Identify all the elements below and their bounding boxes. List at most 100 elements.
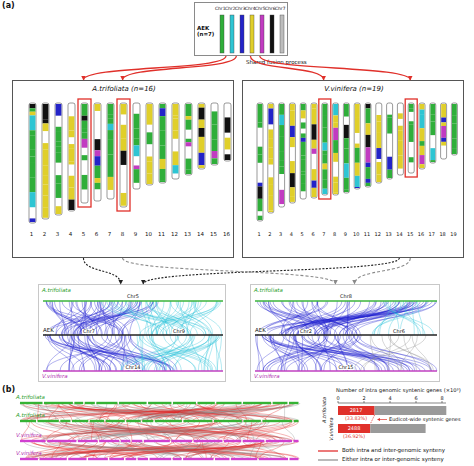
synteny-link [263,301,410,335]
synteny-block [376,115,381,121]
axis-name: Chr14 [124,365,141,370]
synteny-link [298,335,335,371]
chromosome [441,103,447,159]
synteny-block [301,183,306,191]
synteny-link [26,403,85,421]
synteny-link [261,301,328,335]
chromosome-track [126,458,137,460]
synteny-link [236,421,299,441]
synteny-block [366,108,371,123]
synteny-block [290,126,295,137]
synteny-link [76,403,130,421]
synteny-block [420,155,425,164]
synteny-link [97,441,143,459]
node-title: V.vinifera (n=19) [324,86,384,93]
chromosome [159,103,166,183]
chromosome-number: 7 [108,232,112,238]
chromosome-track [88,458,108,460]
synteny-link [54,441,250,459]
synteny-link [293,301,375,335]
synteny-block [344,190,349,192]
synteny-link [31,421,218,441]
synteny-link [372,301,427,335]
synteny-block [30,112,36,116]
chromosome [419,103,425,169]
synteny-block [160,108,166,116]
chromosome [68,103,75,211]
synteny-block [430,160,435,162]
synteny-block [43,185,49,196]
synteny-block [355,163,360,176]
synteny-block [268,129,273,138]
chromosome [354,103,360,189]
synteny-block [420,114,425,128]
chromosome [408,103,414,173]
synteny-block [279,104,284,115]
synteny-link [197,421,257,441]
synteny-block [43,217,49,218]
synteny-link [81,421,223,441]
chromosome-number: 5 [82,232,86,238]
synteny-link [75,421,130,441]
synteny-block [56,152,62,162]
synteny-block [95,166,101,178]
chromosome-track [273,402,288,404]
synteny-link [388,335,390,371]
synteny-link [370,335,375,371]
chromosome-number: 14 [396,232,402,237]
synteny-link [279,301,424,335]
synteny-link [282,421,295,441]
synteny-block [268,104,273,109]
synteny-link [267,335,326,371]
synteny-block [376,162,381,175]
synteny-link [184,403,271,421]
synteny-link [268,301,286,335]
chromosome [365,103,371,187]
chromosome-number: 13 [184,232,191,238]
synteny-link [140,301,220,335]
synteny-link [247,421,251,441]
legend-line [318,450,338,451]
synteny-block [398,126,403,130]
synteny-link [263,335,320,371]
synteny-link [273,335,282,371]
synteny-block [333,183,338,193]
chromosome-number: 3 [56,232,60,238]
chromosome-number: 11 [364,232,370,237]
chromosome-number: 10 [353,232,359,237]
synteny-link [109,441,132,459]
synteny-block [147,118,153,125]
synteny-link [285,335,364,371]
synteny-link [270,335,284,371]
synteny-block [290,187,295,196]
synteny-block [43,175,49,184]
chromosome-number: 14 [197,232,204,238]
synteny-link [47,421,263,441]
row-label: A.trifoliata [16,413,45,419]
connector-arrow [260,56,410,80]
synteny-block [452,124,457,139]
synteny-block [43,195,49,207]
chromosome-name: Chr3 [235,7,245,11]
chromosome-number: 8 [333,232,336,237]
synteny-link [72,335,120,371]
synteny-block [355,144,360,148]
synteny-block [108,154,114,161]
chromosome-number: 13 [385,232,391,237]
synteny-block [333,128,338,140]
synteny-link [290,301,352,335]
row-label: V.vinifera [16,451,42,457]
synteny-block [173,130,179,138]
row-label: V.vinifera [16,433,42,439]
chromosome-track [68,458,86,460]
synteny-block [95,183,101,189]
synteny-link [20,403,103,421]
synteny-block [199,137,205,153]
legend-line [318,459,338,460]
chromosome [42,103,49,219]
synteny-link [34,403,80,421]
ancestral-chromosome [270,15,274,53]
synteny-block [322,189,327,194]
synteny-link [143,335,208,371]
